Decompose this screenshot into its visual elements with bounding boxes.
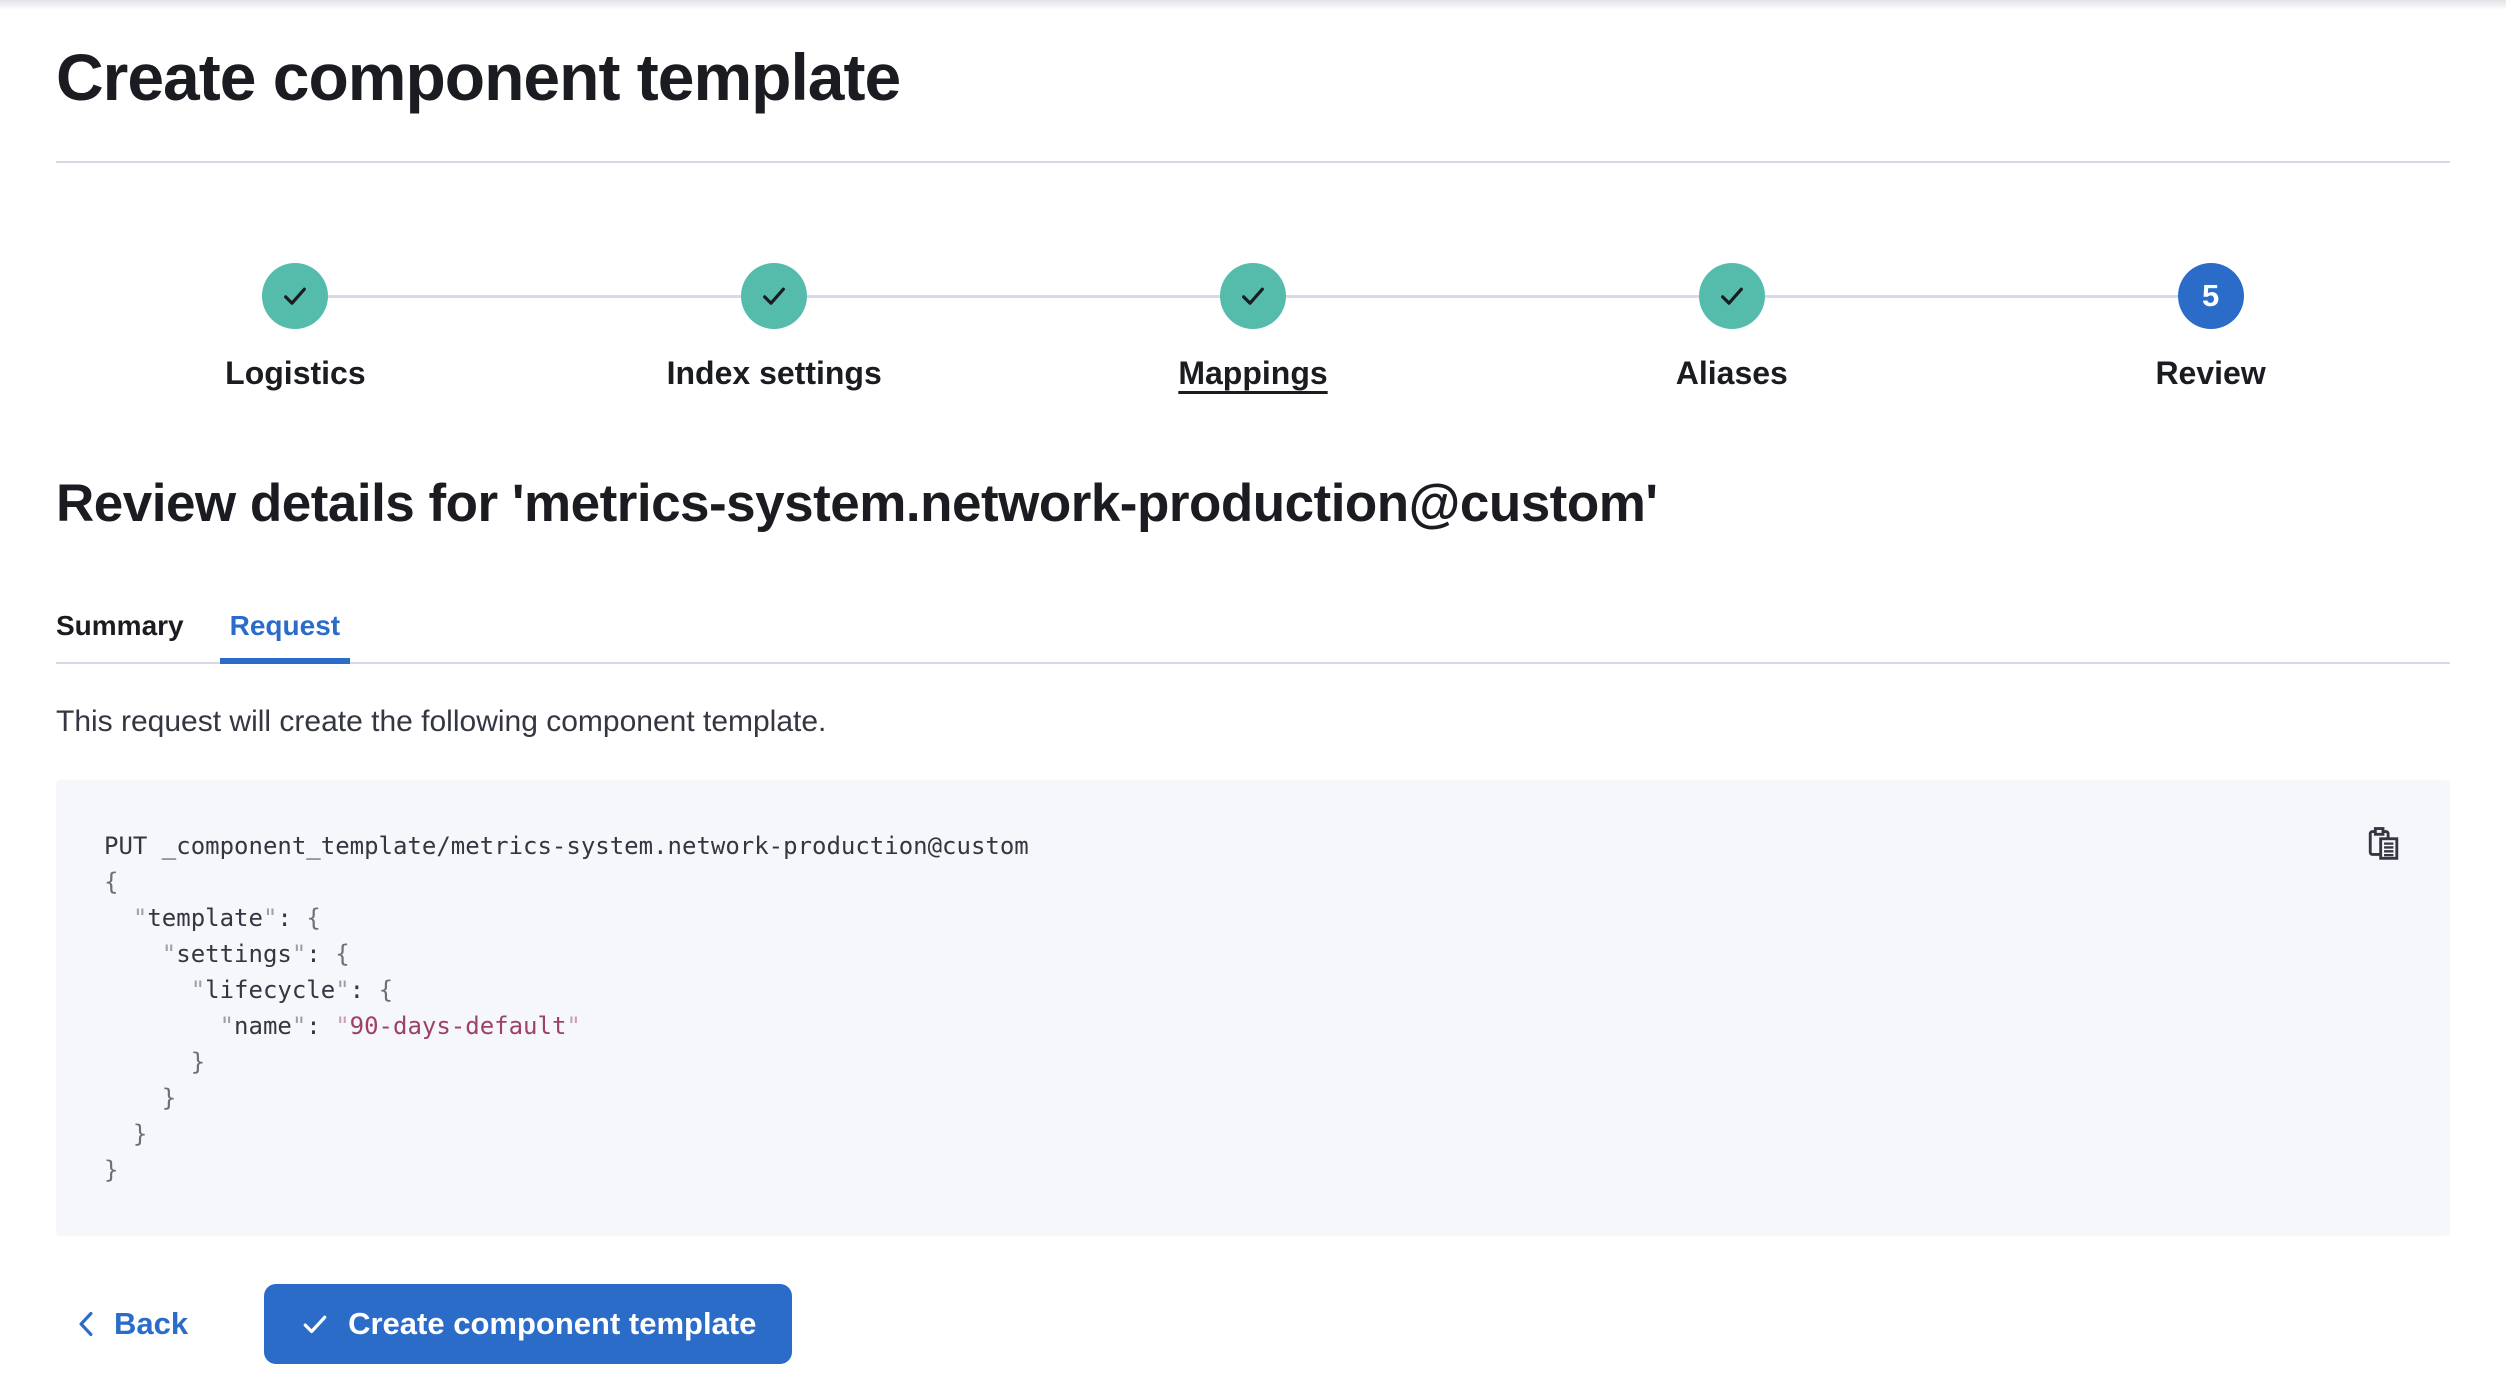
check-icon [1720,287,1743,306]
copy-clipboard-icon [2368,827,2399,861]
step-aliases[interactable]: Aliases [1492,263,1971,392]
copy-to-clipboard-button[interactable] [2364,824,2402,862]
footer-actions: Back Create component template [56,1284,2450,1365]
create-component-template-page: Create component template Logistics Index… [0,38,2506,1365]
create-component-template-label: Create component template [348,1306,757,1342]
step-mappings[interactable]: Mappings [1014,263,1493,392]
step-logistics[interactable]: Logistics [56,263,535,392]
chevron-left-icon [79,1312,93,1337]
check-icon [763,287,786,306]
step-label-mappings: Mappings [1178,355,1328,392]
check-icon [303,1315,327,1334]
tab-summary[interactable]: Summary [46,610,194,662]
step-complete-check-badge [262,263,329,330]
step-label-logistics: Logistics [225,355,366,392]
tab-request[interactable]: Request [219,610,351,664]
step-label-index-settings: Index settings [666,355,882,392]
page-title: Create component template [56,40,901,114]
back-button-label: Back [114,1306,189,1342]
request-description: This request will create the following c… [56,704,827,738]
step-index-settings[interactable]: Index settings [535,263,1014,392]
step-label-aliases: Aliases [1675,355,1788,392]
request-code-block: PUT _component_template/metrics-system.n… [56,780,2450,1237]
back-button[interactable]: Back [56,1284,206,1364]
step-complete-check-badge [741,263,808,330]
step-complete-check-badge [1219,263,1286,330]
request-code: PUT _component_template/metrics-system.n… [104,832,1029,1185]
title-divider [56,161,2450,164]
check-icon [284,287,307,306]
step-label-review: Review [2155,355,2266,392]
review-heading: Review details for 'metrics-system.netwo… [56,474,1658,534]
create-component-template-button[interactable]: Create component template [264,1284,793,1365]
step-complete-check-badge [1698,263,1765,330]
step-current-number-badge: 5 [2177,263,2244,330]
check-icon [1242,287,1264,306]
